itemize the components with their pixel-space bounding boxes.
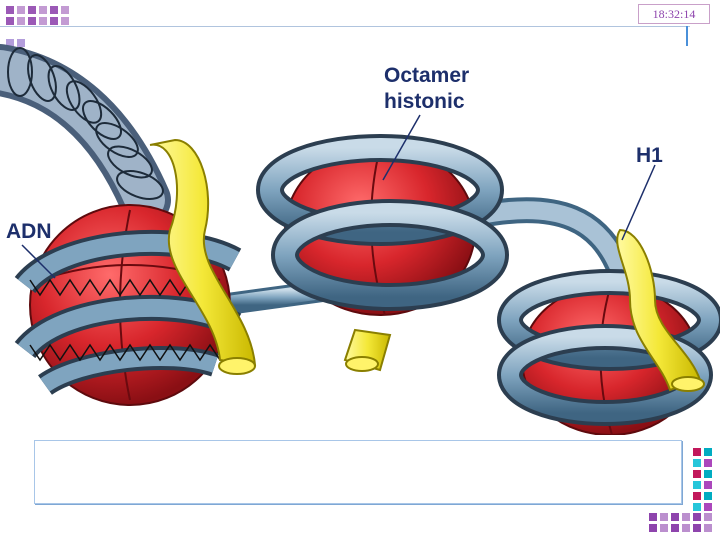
- decorative-squares-top-left: [6, 6, 69, 25]
- label-octamer-line1: Octamer: [384, 64, 469, 87]
- text-frame: [34, 440, 682, 504]
- pointer-octamer: [382, 114, 421, 181]
- pointer-adn: [21, 244, 56, 279]
- decorative-squares-top-left-small: [6, 39, 25, 47]
- header-divider-tick: [686, 26, 688, 46]
- decorative-squares-right: [693, 448, 712, 511]
- label-adn: ADN: [6, 220, 52, 243]
- label-h1: H1: [636, 144, 663, 167]
- pointer-h1: [621, 164, 656, 241]
- header-divider: [0, 26, 690, 27]
- label-octamer-line2: histonic: [384, 90, 465, 113]
- chromatin-fiber: [0, 44, 171, 226]
- histone-h1-left-end: [218, 357, 256, 375]
- nucleosome-middle: [256, 134, 509, 372]
- nucleosome-right: [497, 228, 720, 435]
- clock: 18:32:14: [638, 4, 710, 24]
- decorative-squares-bottom-right: [649, 513, 712, 532]
- nucleosome-diagram: ADN Octamer histonic H1: [0, 44, 720, 435]
